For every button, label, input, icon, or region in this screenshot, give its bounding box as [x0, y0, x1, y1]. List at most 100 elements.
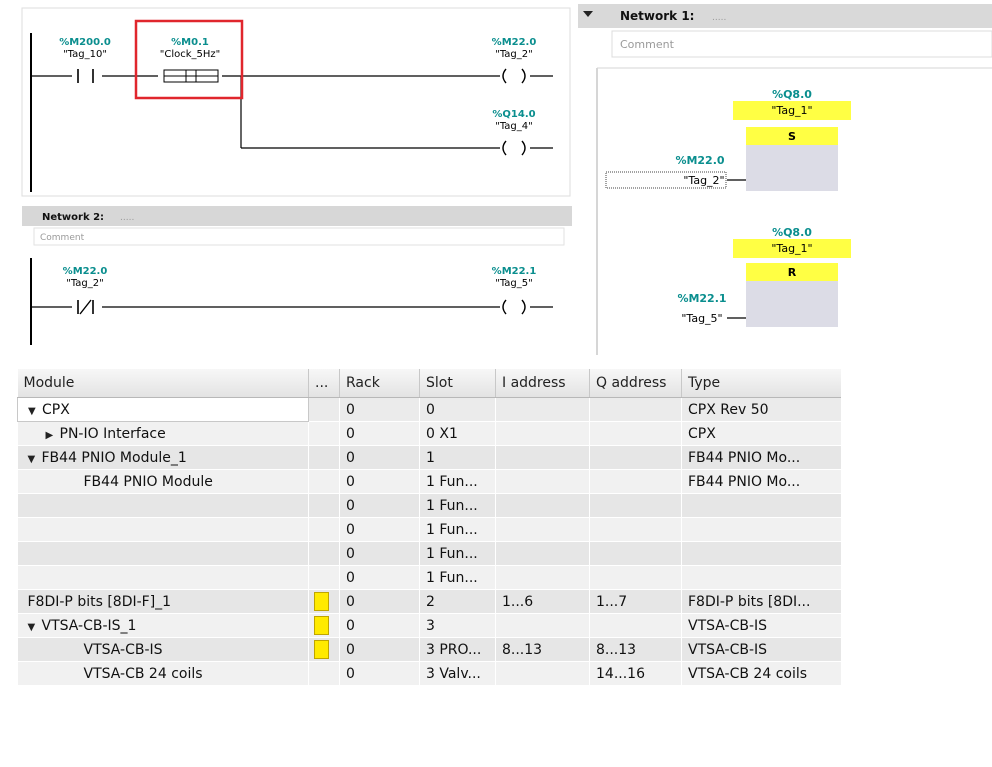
yellow-status-indicator	[314, 592, 329, 611]
module-name: VTSA-CB-IS	[83, 641, 163, 658]
contact-clock[interactable]	[158, 69, 222, 83]
coil2-address: %Q14.0	[492, 109, 535, 120]
reset-coil-block[interactable]	[746, 263, 838, 327]
table-row[interactable]: VTSA-CB-IS 0 3 PRO... 8...13 8...13 VTSA…	[17, 637, 841, 662]
col-q-address[interactable]: Q address	[589, 369, 682, 398]
reset-output-address: %Q8.0	[772, 226, 812, 239]
table-row[interactable]: ▼FB44 PNIO Module_1 0 1 FB44 PNIO Mo...	[17, 445, 841, 470]
set-output-tag: "Tag_1"	[771, 104, 812, 117]
rack-cell: 0	[339, 541, 420, 566]
reset-output-tag-field[interactable]	[733, 239, 851, 258]
module-name: CPX	[42, 401, 70, 418]
table-row[interactable]: F8DI-P bits [8DI-F]_1 0 2 1...6 1...7 F8…	[17, 589, 841, 614]
reset-input-address: %M22.1	[677, 292, 726, 305]
rack-cell: 0	[339, 637, 420, 662]
set-coil-block[interactable]	[746, 127, 838, 191]
status-cell	[308, 469, 340, 494]
status-cell	[308, 517, 340, 542]
set-input-address: %M22.0	[675, 154, 724, 167]
table-row[interactable]: ▼VTSA-CB-IS_1 0 3 VTSA-CB-IS	[17, 613, 841, 638]
network1-comment-field[interactable]	[611, 30, 992, 58]
type-cell: VTSA-CB 24 coils	[681, 661, 841, 686]
rack-cell: 0	[339, 421, 420, 446]
table-row[interactable]: 0 1 Fun...	[17, 517, 841, 542]
reset-pin-label: R	[788, 266, 797, 279]
rack-cell: 0	[339, 397, 420, 422]
set-input-field[interactable]	[605, 171, 727, 189]
i-address-cell	[495, 469, 590, 494]
coil-3[interactable]	[500, 299, 530, 315]
col-i-address[interactable]: I address	[495, 369, 590, 398]
table-header-row: Module ... Rack Slot I address Q address…	[17, 369, 841, 398]
rack-cell: 0	[339, 469, 420, 494]
col-module[interactable]: Module	[17, 369, 309, 398]
table-row[interactable]: ▶PN-IO Interface 0 0 X1 CPX	[17, 421, 841, 446]
expanded-triangle-icon[interactable]: ▼	[27, 621, 36, 633]
i-address-cell: 8...13	[495, 637, 590, 662]
set-output-tag-field[interactable]	[733, 101, 851, 120]
type-cell: CPX	[681, 421, 841, 446]
slot-cell: 2	[419, 589, 496, 614]
contact1-address: %M200.0	[59, 37, 111, 48]
q-address-cell: 14...16	[589, 661, 682, 686]
rack-cell: 0	[339, 661, 420, 686]
expanded-triangle-icon[interactable]: ▼	[27, 453, 36, 465]
nc-contact-tag: "Tag_2"	[66, 278, 104, 289]
contact-nc[interactable]	[72, 299, 102, 315]
type-cell: FB44 PNIO Mo...	[681, 469, 841, 494]
network1-header-bar[interactable]	[578, 4, 992, 28]
type-cell: VTSA-CB-IS	[681, 637, 841, 662]
expanded-triangle-icon[interactable]: ▼	[28, 405, 36, 417]
table-row[interactable]: 0 1 Fun...	[17, 541, 841, 566]
q-address-cell	[589, 613, 682, 638]
slot-cell: 1 Fun...	[419, 565, 496, 590]
module-name: VTSA-CB 24 coils	[83, 665, 203, 682]
table-row[interactable]: ▼CPX 0 0 CPX Rev 50	[17, 397, 841, 422]
network2-header-bar[interactable]	[22, 206, 572, 226]
type-cell	[681, 565, 841, 590]
i-address-cell	[495, 421, 590, 446]
table-row[interactable]: FB44 PNIO Module 0 1 Fun... FB44 PNIO Mo…	[17, 469, 841, 494]
module-cell	[17, 565, 309, 590]
col-slot[interactable]: Slot	[419, 369, 496, 398]
module-name: FB44 PNIO Module_1	[41, 449, 187, 466]
slot-cell: 1 Fun...	[419, 493, 496, 518]
set-output-address: %Q8.0	[772, 88, 812, 101]
i-address-cell	[495, 613, 590, 638]
type-cell: VTSA-CB-IS	[681, 613, 841, 638]
network1-comment: Comment	[620, 38, 675, 51]
type-cell	[681, 541, 841, 566]
slot-cell: 1 Fun...	[419, 469, 496, 494]
slot-cell: 3	[419, 613, 496, 638]
collapsed-triangle-icon[interactable]: ▶	[45, 429, 54, 441]
i-address-cell	[495, 541, 590, 566]
slot-cell: 1	[419, 445, 496, 470]
type-cell	[681, 493, 841, 518]
table-row[interactable]: 0 1 Fun...	[17, 493, 841, 518]
network2-title-dots: .....	[120, 213, 134, 223]
i-address-cell	[495, 565, 590, 590]
table-row[interactable]: VTSA-CB 24 coils 0 3 Valv... 14...16 VTS…	[17, 661, 841, 686]
status-cell	[308, 445, 340, 470]
network2-comment: Comment	[40, 233, 85, 243]
q-address-cell	[589, 421, 682, 446]
col-rack[interactable]: Rack	[339, 369, 420, 398]
q-address-cell	[589, 397, 682, 422]
q-address-cell	[589, 517, 682, 542]
coil2-tag: "Tag_4"	[495, 121, 533, 132]
module-cell	[17, 517, 309, 542]
table-row[interactable]: 0 1 Fun...	[17, 565, 841, 590]
coil1-tag: "Tag_2"	[495, 49, 533, 60]
collapse-triangle-icon[interactable]	[583, 11, 593, 17]
coil-2[interactable]	[500, 140, 530, 156]
q-address-cell	[589, 541, 682, 566]
network1-title-dots: .....	[712, 13, 726, 23]
coil-1[interactable]	[500, 68, 530, 84]
slot-cell: 0	[419, 397, 496, 422]
rack-cell: 0	[339, 565, 420, 590]
q-address-cell: 1...7	[589, 589, 682, 614]
network2-comment-field[interactable]	[33, 227, 565, 246]
col-type[interactable]: Type	[681, 369, 841, 398]
col-dots[interactable]: ...	[308, 369, 340, 398]
contact-no[interactable]	[72, 69, 102, 83]
